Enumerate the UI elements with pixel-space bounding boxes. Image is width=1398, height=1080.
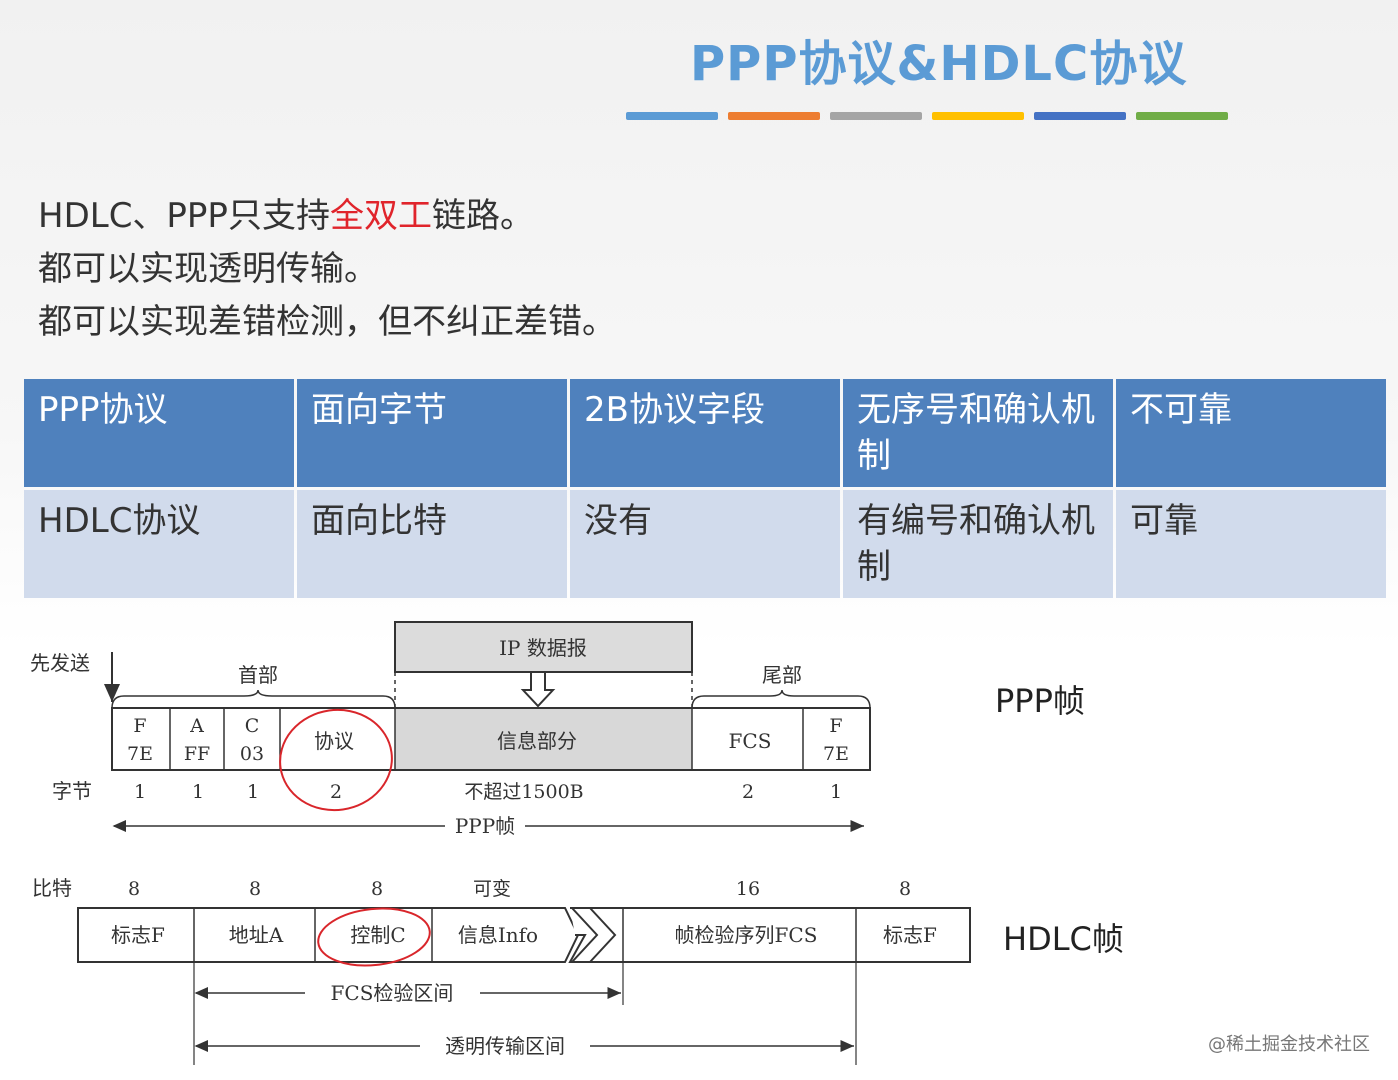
color-bar [932, 112, 1024, 120]
table-cell: 无序号和确认机制 [843, 379, 1113, 487]
ppp-field-value: 7E [127, 743, 153, 765]
highlight-circle [279, 708, 393, 812]
hdlc-field-name: 帧检验序列FCS [675, 923, 818, 947]
ppp-field-bytes: 1 [247, 781, 259, 803]
title-color-bars [626, 112, 1228, 120]
ppp-field-value: 7E [823, 743, 849, 765]
color-bar [830, 112, 922, 120]
header-brace [111, 689, 396, 709]
down-arrow-icon [520, 671, 556, 708]
color-bar [1034, 112, 1126, 120]
table-cell: 面向比特 [297, 490, 567, 598]
ppp-field-bytes: 不超过1500B [464, 781, 583, 803]
hdlc-field-bits: 16 [736, 878, 760, 900]
ppp-field-name: 信息部分 [497, 729, 577, 753]
trailer-brace [691, 689, 871, 709]
point-duplex: HDLC、PPP只支持全双工链路。 [38, 190, 616, 243]
color-bar [1136, 112, 1228, 120]
point-text: HDLC、PPP只支持 [38, 196, 330, 236]
ppp-field-bytes: 2 [330, 781, 342, 803]
frame-diagram: 先发送 IP 数据报 首部 尾部 F 7E A FF C 03 协议 信息部分 … [30, 621, 971, 1065]
table-cell: HDLC协议 [24, 490, 294, 598]
hdlc-frame-left [77, 907, 580, 963]
table-cell: PPP协议 [24, 379, 294, 487]
key-points: HDLC、PPP只支持全双工链路。 都可以实现透明传输。 都可以实现差错检测，但… [38, 190, 616, 349]
hdlc-field-bits: 8 [899, 878, 911, 900]
highlight-circle [317, 907, 431, 967]
ppp-field-name: FCS [729, 729, 772, 753]
ppp-field-bytes: 2 [742, 781, 754, 803]
ppp-field-bytes: 1 [134, 781, 146, 803]
ppp-field-name: C [245, 715, 260, 737]
table-row: PPP协议 面向字节 2B协议字段 无序号和确认机制 不可靠 [24, 379, 1386, 487]
hdlc-field-name: 标志F [111, 923, 165, 947]
highlight-full-duplex: 全双工 [329, 196, 432, 236]
ppp-field-name: F [829, 715, 842, 737]
table-cell: 有编号和确认机制 [843, 490, 1113, 598]
break-mark [571, 907, 617, 963]
trailer-label: 尾部 [762, 663, 802, 687]
ppp-frame-span-label: PPP帧 [455, 814, 515, 838]
hdlc-field-bits: 8 [371, 878, 383, 900]
point-error-detect: 都可以实现差错检测，但不纠正差错。 [38, 302, 616, 342]
ppp-field-value: FF [184, 743, 210, 765]
hdlc-frame-label: HDLC帧 [1003, 920, 1124, 958]
hdlc-field-bits: 可变 [473, 878, 511, 900]
comparison-table: PPP协议 面向字节 2B协议字段 无序号和确认机制 不可靠 HDLC协议 面向… [21, 376, 1389, 601]
table-cell: 没有 [570, 490, 840, 598]
ppp-field-bytes: 1 [192, 781, 204, 803]
ppp-field-name: F [133, 715, 146, 737]
table-cell: 不可靠 [1116, 379, 1386, 487]
hdlc-field-name: 信息Info [458, 923, 538, 947]
ip-datagram-label: IP 数据报 [499, 636, 587, 660]
table-cell: 2B协议字段 [570, 379, 840, 487]
transparent-range-label: 透明传输区间 [445, 1034, 565, 1058]
ppp-field-name: 协议 [314, 729, 354, 753]
hdlc-frame-right [568, 907, 971, 963]
color-bar [626, 112, 718, 120]
hdlc-field-bits: 8 [249, 878, 261, 900]
fcs-range-label: FCS检验区间 [331, 981, 454, 1005]
ppp-field-value: 03 [240, 743, 264, 765]
ppp-frame-box [111, 707, 871, 771]
ppp-field-bytes: 1 [830, 781, 842, 803]
table-cell: 面向字节 [297, 379, 567, 487]
ppp-field-name: A [189, 715, 204, 737]
ppp-frame-label: PPP帧 [995, 682, 1085, 720]
watermark: @稀土掘金技术社区 [1208, 1034, 1370, 1055]
info-field-fill [395, 708, 692, 770]
bytes-label: 字节 [52, 779, 92, 803]
hdlc-field-bits: 8 [128, 878, 140, 900]
point-text: 链路。 [431, 196, 534, 236]
header-label: 首部 [238, 663, 278, 687]
point-transparent: 都可以实现透明传输。 [38, 249, 378, 289]
bits-label: 比特 [32, 876, 72, 900]
send-first-label: 先发送 [30, 651, 90, 675]
color-bar [728, 112, 820, 120]
table-cell: 可靠 [1116, 490, 1386, 598]
slide-title: PPP协议&HDLC协议 [690, 36, 1188, 92]
table-row: HDLC协议 面向比特 没有 有编号和确认机制 可靠 [24, 490, 1386, 598]
hdlc-field-name: 地址A [229, 923, 284, 947]
hdlc-field-name: 标志F [883, 923, 937, 947]
hdlc-field-name: 控制C [350, 923, 405, 947]
